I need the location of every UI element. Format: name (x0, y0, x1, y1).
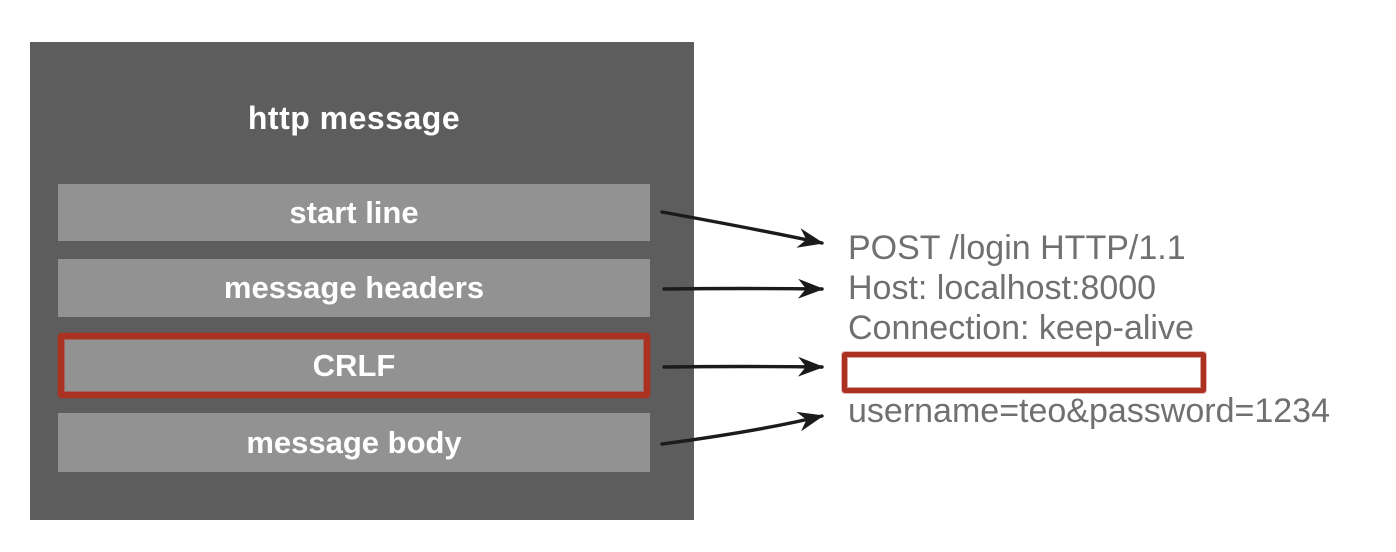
bar-crlf-label: CRLF (312, 347, 396, 383)
example-header-connection: Connection: keep-alive (848, 309, 1194, 347)
bar-message-headers: message headers (58, 259, 650, 317)
bar-message-headers-label: message headers (223, 270, 485, 305)
example-body: username=teo&password=1234 (848, 392, 1330, 430)
bar-message-body-label: message body (246, 424, 462, 460)
bar-start-line: start line (58, 184, 650, 241)
bar-start-line-label: start line (289, 194, 419, 230)
example-start-line: POST /login HTTP/1.1 (848, 229, 1186, 267)
http-message-box: http message start line message headers … (30, 42, 694, 520)
diagram-title: http message (247, 100, 461, 136)
bar-crlf-highlighted: CRLF (58, 333, 650, 398)
crlf-blank-line-box (842, 352, 1206, 393)
example-header-host: Host: localhost:8000 (848, 269, 1157, 307)
bar-message-body: message body (58, 413, 650, 472)
